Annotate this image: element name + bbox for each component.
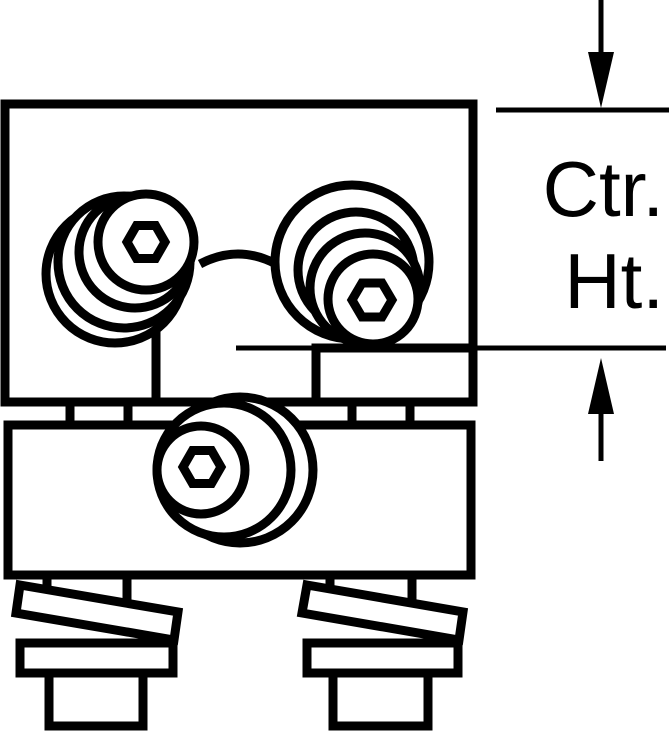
dimension-label-ctr: Ctr.: [543, 145, 664, 233]
center-hex-socket-icon: [177, 446, 227, 488]
right-shelf: [311, 343, 478, 407]
center-height-dimension: [236, 0, 669, 461]
block-connectors: [65, 397, 415, 430]
center-bearing: [152, 392, 318, 548]
arrow-up-icon: [588, 358, 614, 414]
left-foot: [10, 570, 184, 731]
right-bearing: [270, 180, 434, 349]
left-bearing: [41, 189, 199, 348]
dimension-label-ht: Ht.: [564, 237, 664, 325]
right-hex-socket-icon: [346, 278, 398, 322]
arrow-down-icon: [588, 52, 614, 108]
left-hex-socket-icon: [121, 221, 171, 263]
right-foot: [296, 570, 469, 731]
connecting-arc: [197, 249, 279, 269]
